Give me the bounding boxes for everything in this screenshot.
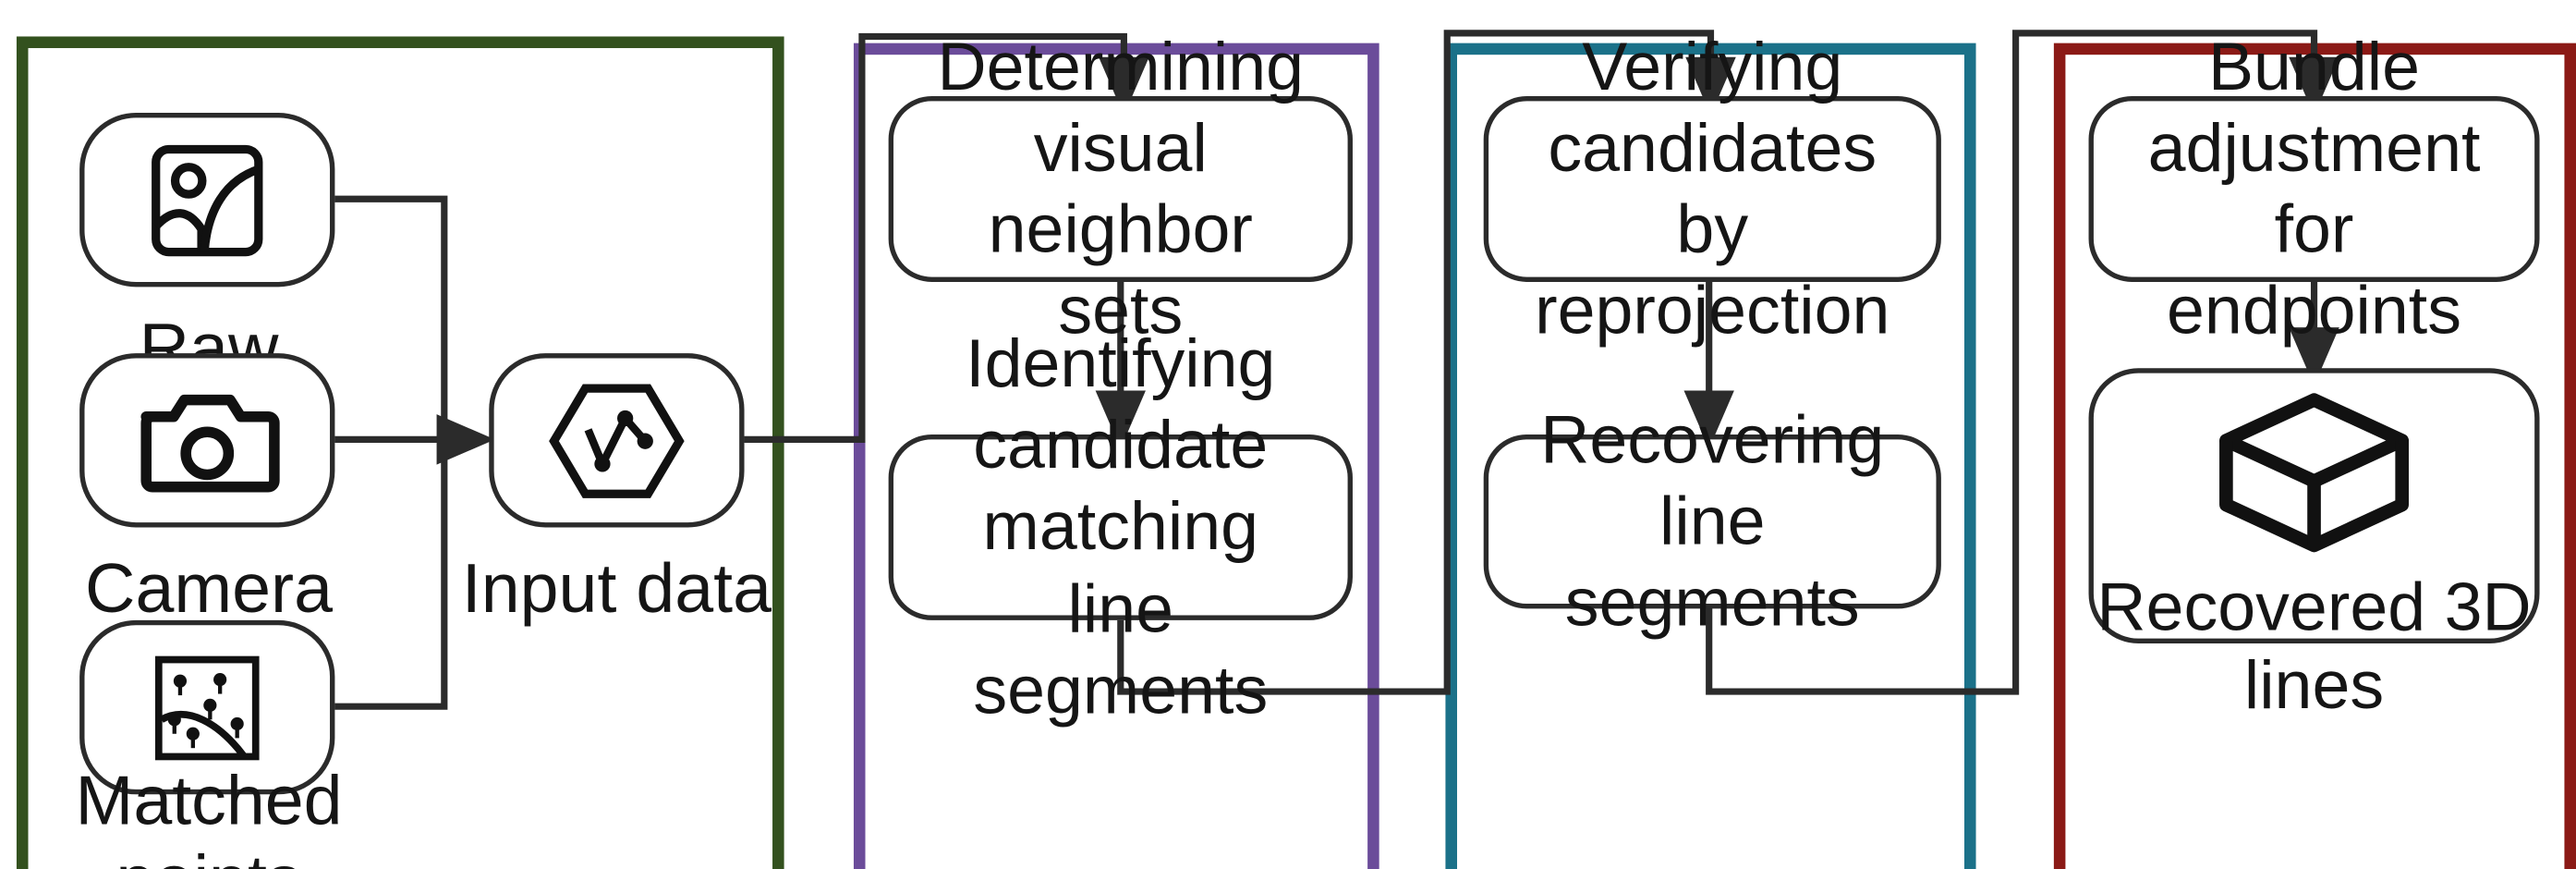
triangulation-step-label-0: Verifying candidates by reprojection: [1535, 27, 1890, 349]
matching-step-identifying-candidate-matching-line-segments[interactable]: Identifying candidate matching line segm…: [888, 325, 1353, 728]
matching-step-label-1: Identifying candidate matching line segm…: [966, 324, 1276, 728]
bundle-step-bundle-adjustment-for-endpoints[interactable]: Bundle adjustment for endpoints: [2088, 28, 2540, 349]
input-caption-matched-points: Matched points: [75, 761, 343, 869]
picture-icon: [152, 143, 263, 256]
stage-container-bundle: [2053, 43, 2576, 869]
input-node-raw-images[interactable]: [79, 112, 335, 288]
input-node-matched-points[interactable]: [79, 619, 335, 795]
matching-step-determining-visual-neighbor-sets[interactable]: Determining visual neighbor sets: [888, 28, 1353, 349]
cube-3d-icon: [2219, 393, 2410, 553]
matched-points-icon: [154, 655, 260, 760]
connector-triangulation-to-bundle: [1706, 30, 2339, 695]
bundle-result-recovered-3d-lines[interactable]: Recovered 3D lines: [2088, 368, 2540, 723]
input-node-camera-pose[interactable]: [79, 353, 335, 528]
bundle-step-label-0: Bundle adjustment for endpoints: [2147, 27, 2481, 349]
matching-step-label-0: Determining visual neighbor sets: [937, 27, 1305, 349]
input-caption-input-data: Input data: [461, 548, 772, 628]
hexagon-graph-icon: [549, 383, 685, 497]
camera-icon: [140, 393, 280, 492]
connector-matchedpoints-to-inputdata: [334, 439, 448, 710]
triangulation-step-verifying-candidates-by-reprojection[interactable]: Verifying candidates by reprojection: [1483, 28, 1941, 349]
connector-matching-to-triangulation: [1117, 30, 1736, 695]
stage-container-input: [16, 36, 784, 869]
connector-rawimages-to-inputdata: [334, 195, 448, 440]
triangulation-step-label-1: Recovering line segments: [1540, 400, 1885, 641]
bundle-result-caption: Recovered 3D lines: [2096, 569, 2532, 724]
input-node-input-data[interactable]: [489, 353, 745, 528]
connector-inputdata-to-matching: [744, 32, 1149, 443]
triangulation-step-recovering-line-segments[interactable]: Recovering line segments: [1483, 401, 1941, 641]
